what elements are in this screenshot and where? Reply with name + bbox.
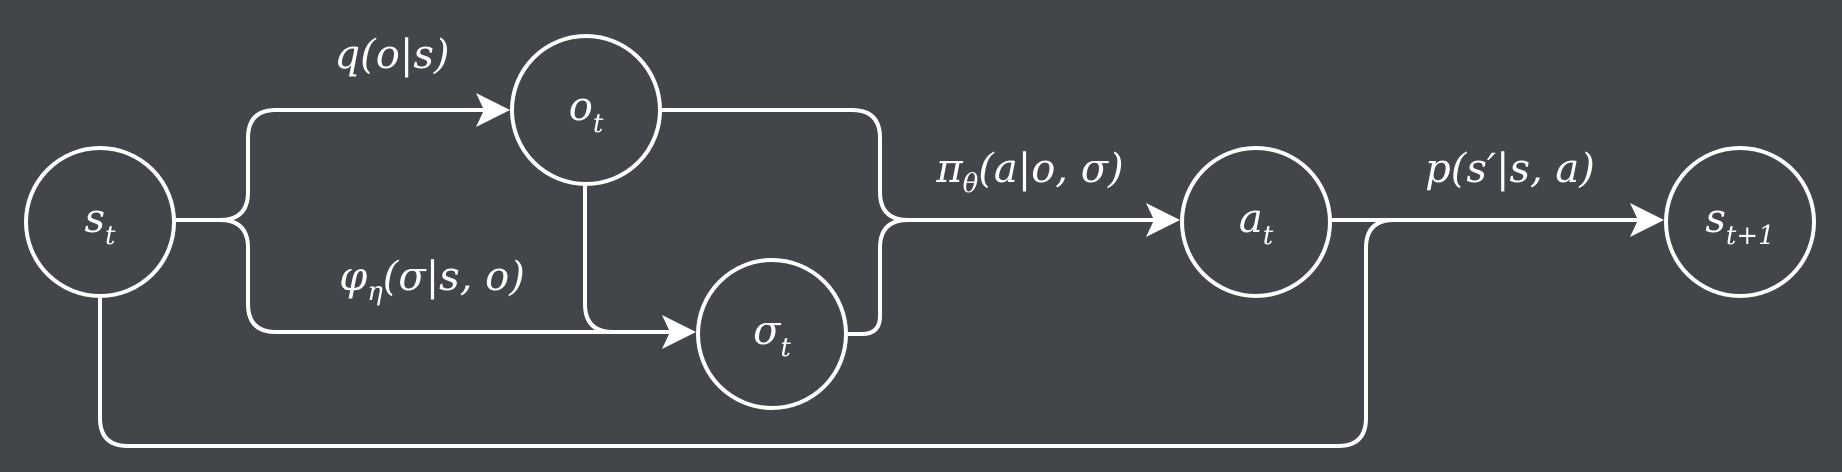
- node-o-t-main: o: [569, 84, 593, 130]
- label-pi-args: (a|o, σ): [978, 146, 1123, 192]
- label-phi-sub: η: [367, 277, 383, 307]
- edge-pi-from-o: [660, 108, 1162, 222]
- svg-text:st+1: st+1: [1705, 196, 1774, 251]
- node-s-t-circle: [24, 146, 176, 298]
- node-a-t: at: [1180, 146, 1332, 298]
- arrowhead-s-next: [1630, 203, 1664, 237]
- node-s-t1-main: s: [1705, 196, 1726, 242]
- svg-text:st: st: [85, 196, 117, 251]
- label-phi-args: (σ|s, o): [383, 254, 525, 300]
- arrowhead-o: [476, 93, 510, 127]
- node-s-t: st: [24, 146, 176, 298]
- label-p-args: (s′|s, a): [1451, 146, 1595, 192]
- arrowhead-a: [1146, 203, 1180, 237]
- label-phi-fn: φ: [339, 254, 367, 300]
- label-q-args: (o|s): [360, 32, 449, 78]
- svg-text:at: at: [1239, 196, 1274, 251]
- node-s-t1-circle: [1664, 146, 1816, 298]
- edge-pi-from-sigma: [844, 218, 910, 336]
- node-sigma-t-sub: t: [780, 333, 791, 363]
- edge-p-from-s: [98, 218, 1396, 448]
- label-pi: πθ(a|o, σ): [935, 146, 1123, 199]
- node-a-t-sub: t: [1263, 221, 1274, 251]
- node-s-t-sub: t: [105, 221, 116, 251]
- edge-o-to-sigma: [583, 182, 615, 334]
- node-a-t-circle: [1180, 146, 1332, 298]
- label-pi-sub: θ: [963, 169, 979, 199]
- edges: [98, 93, 1664, 448]
- node-s-t1-sub: t+1: [1726, 221, 1775, 251]
- svg-text:σt: σt: [753, 308, 791, 363]
- edge-phi-from-s: [173, 218, 680, 334]
- node-sigma-t-circle: [696, 258, 848, 410]
- node-sigma-t: σt: [696, 258, 848, 410]
- node-o-t: ot: [510, 34, 662, 186]
- edge-q: [173, 108, 492, 222]
- label-q: q(o|s): [335, 32, 450, 78]
- node-o-t-sub: t: [593, 109, 604, 139]
- arrowhead-sigma: [662, 315, 696, 349]
- node-s-t-main: s: [85, 196, 106, 242]
- label-p: p(s′|s, a): [1425, 146, 1595, 192]
- label-pi-fn: π: [935, 146, 963, 192]
- node-sigma-t-main: σ: [753, 308, 782, 354]
- label-phi: φη(σ|s, o): [339, 254, 525, 307]
- node-a-t-main: a: [1239, 196, 1263, 242]
- node-s-t1: st+1: [1664, 146, 1816, 298]
- svg-text:ot: ot: [569, 84, 604, 139]
- label-p-fn: p: [1425, 146, 1451, 192]
- label-q-fn: q: [335, 32, 361, 78]
- node-o-t-circle: [510, 34, 662, 186]
